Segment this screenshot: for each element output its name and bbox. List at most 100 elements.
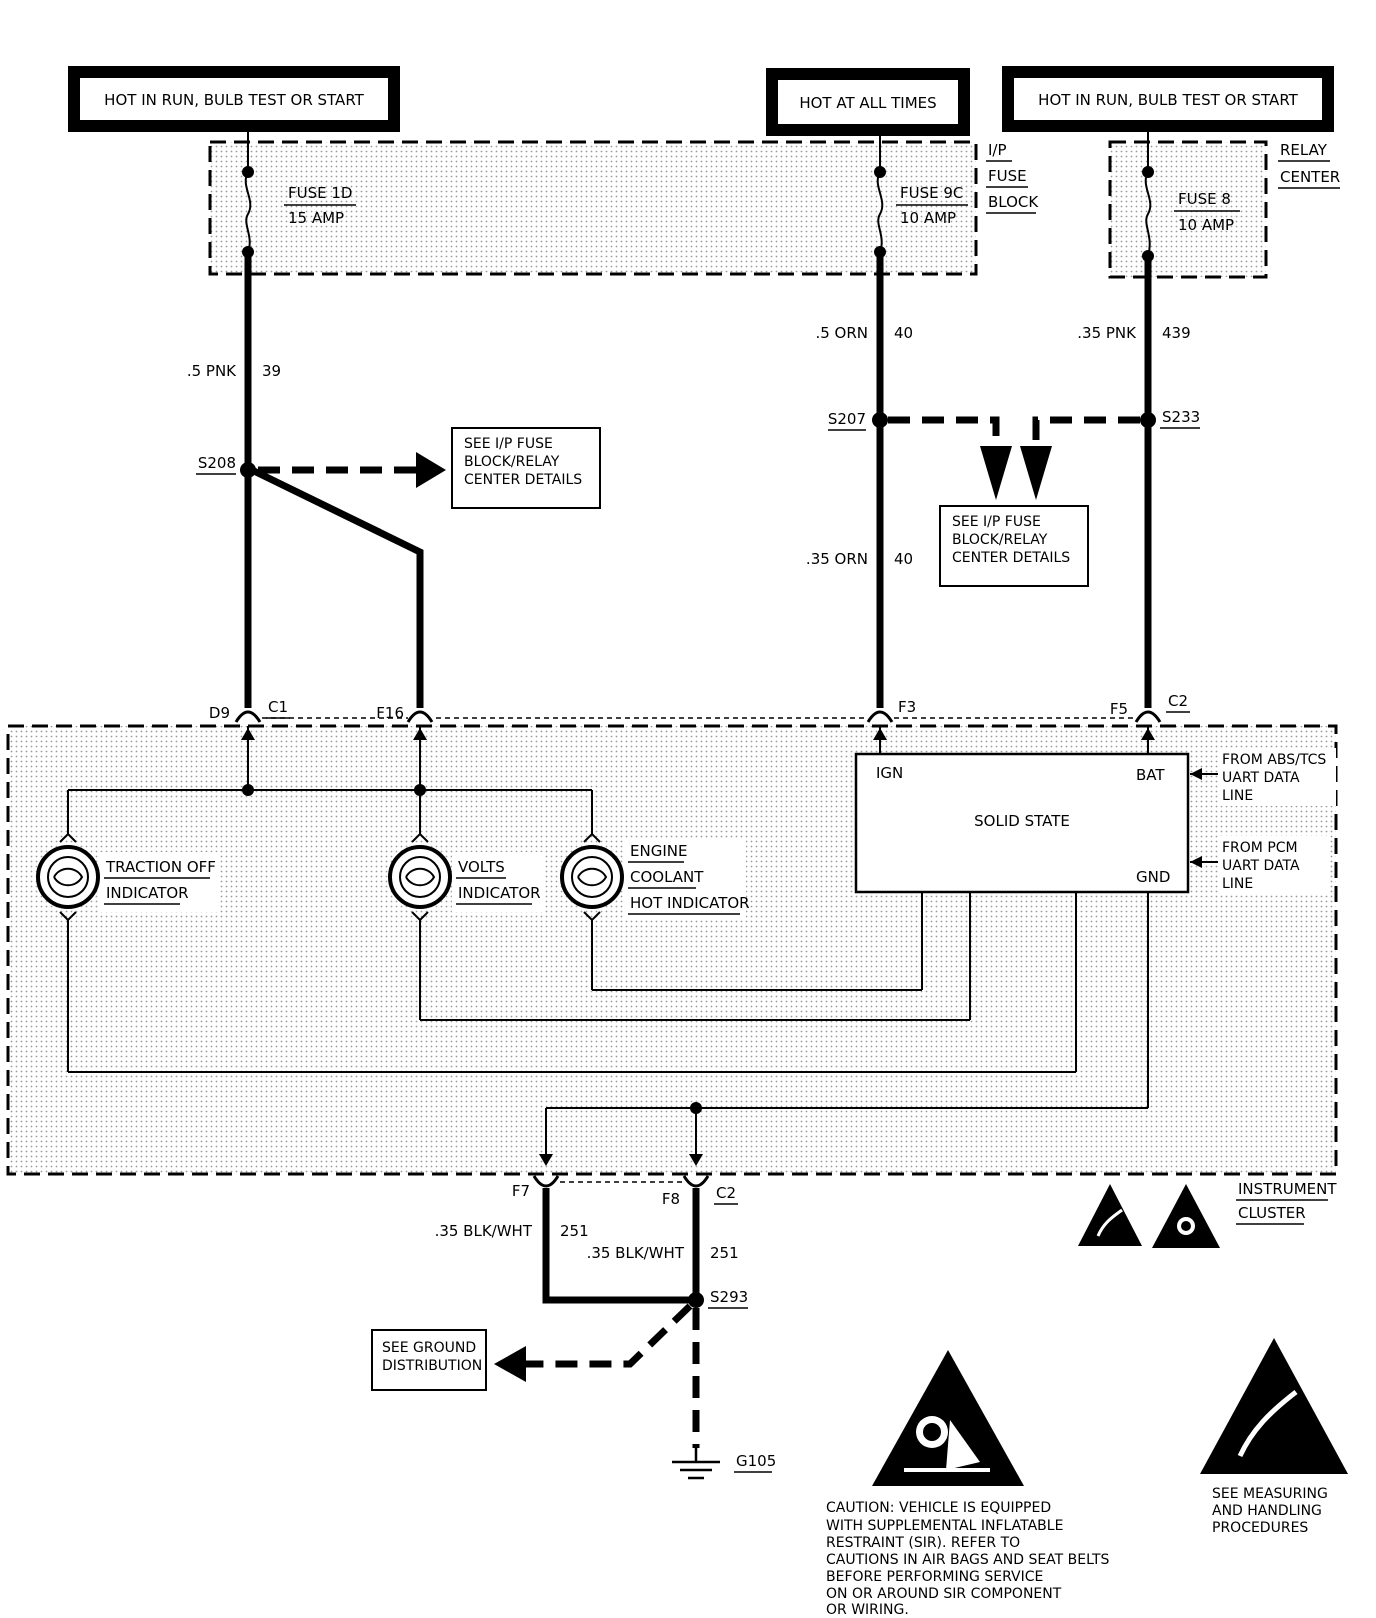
svg-text:OR WIRING.: OR WIRING. bbox=[826, 1602, 909, 1618]
fuse-block-label-1: I/P bbox=[988, 141, 1007, 159]
svg-text:SEE MEASURING: SEE MEASURING bbox=[1212, 1486, 1328, 1502]
pin-f7: F7 bbox=[512, 1182, 530, 1200]
ground-g105-icon bbox=[672, 1448, 720, 1480]
fuse-1d-name: FUSE 1D bbox=[288, 184, 352, 202]
esd-warning-icon bbox=[1200, 1338, 1348, 1474]
wire-439-circuit: 439 bbox=[1162, 324, 1191, 342]
engine-label-3: HOT INDICATOR bbox=[630, 894, 750, 912]
wire-439-gauge: .35 PNK bbox=[1077, 324, 1137, 342]
connector-c1: C1 bbox=[268, 698, 288, 716]
s208-arrow-icon bbox=[416, 452, 446, 488]
cluster-wiring bbox=[67, 726, 1149, 1164]
pin-bat-label: BAT bbox=[1136, 766, 1165, 784]
note-ground-box: SEE GROUND DISTRIBUTION bbox=[371, 1329, 487, 1391]
pin-f3: F3 bbox=[898, 698, 916, 716]
traction-off-label-2: INDICATOR bbox=[106, 884, 189, 902]
note-left-box: SEE I/P FUSE BLOCK/RELAY CENTER DETAILS bbox=[451, 427, 601, 509]
splice-s293-label: S293 bbox=[710, 1288, 748, 1306]
note-right-1: SEE I/P FUSE bbox=[952, 514, 1041, 530]
abs-label-2: UART DATA bbox=[1222, 770, 1300, 786]
note-left-1: SEE I/P FUSE bbox=[464, 436, 553, 452]
splice-s233 bbox=[1140, 412, 1156, 428]
traction-off-label-1: TRACTION OFF bbox=[105, 858, 216, 876]
relay-center-label-1: RELAY bbox=[1280, 141, 1328, 159]
ground-g105-label: G105 bbox=[736, 1452, 776, 1470]
volts-indicator-icon bbox=[388, 832, 452, 922]
ground-dist-arrow-icon bbox=[494, 1346, 526, 1382]
note-ground-2: DISTRIBUTION bbox=[382, 1358, 482, 1374]
connector-c2-bottom bbox=[532, 1175, 710, 1188]
note-right-2: BLOCK/RELAY bbox=[952, 532, 1048, 548]
svg-text:ON OR AROUND SIR COMPONENT: ON OR AROUND SIR COMPONENT bbox=[826, 1586, 1062, 1602]
abs-data-arrow-icon bbox=[1190, 768, 1202, 780]
note-ground-1: SEE GROUND bbox=[382, 1340, 476, 1356]
splice-s293 bbox=[688, 1292, 704, 1308]
note-left-2: BLOCK/RELAY bbox=[464, 454, 560, 470]
fuse-9c-name: FUSE 9C bbox=[900, 184, 963, 202]
wire-251b-gauge: .35 BLK/WHT bbox=[587, 1244, 685, 1262]
fuse-block-label-3: BLOCK bbox=[988, 193, 1039, 211]
splice-s233-label: S233 bbox=[1162, 408, 1200, 426]
caution-text: CAUTION: VEHICLE IS EQUIPPED WITH SUPPLE… bbox=[826, 1500, 1110, 1618]
note-left-3: CENTER DETAILS bbox=[464, 472, 582, 488]
wire-40a-circuit: 40 bbox=[894, 324, 913, 342]
power-source-middle-label: HOT AT ALL TIMES bbox=[799, 94, 936, 112]
volts-label-1: VOLTS bbox=[458, 858, 505, 876]
pcm-label-3: LINE bbox=[1222, 876, 1253, 892]
pin-f16: F16 bbox=[376, 704, 404, 722]
volts-label-2: INDICATOR bbox=[458, 884, 541, 902]
pin-d9: D9 bbox=[209, 704, 230, 722]
pin-ign-label: IGN bbox=[876, 764, 903, 782]
sir-caution-icon bbox=[872, 1350, 1024, 1486]
note-right-box: SEE I/P FUSE BLOCK/RELAY CENTER DETAILS bbox=[939, 505, 1089, 587]
fuse-8-amp: 10 AMP bbox=[1178, 216, 1234, 234]
svg-text:PROCEDURES: PROCEDURES bbox=[1212, 1520, 1308, 1536]
connector-c1-c2-top bbox=[234, 710, 1162, 723]
sir-small-warning-icon bbox=[1152, 1184, 1220, 1248]
power-wires bbox=[244, 252, 1152, 708]
svg-text:AND HANDLING: AND HANDLING bbox=[1212, 1503, 1322, 1519]
solid-state-module: IGN BAT SOLID STATE GND bbox=[854, 752, 1190, 894]
pcm-data-arrow-icon bbox=[1190, 856, 1202, 868]
fuse-8-name: FUSE 8 bbox=[1178, 190, 1231, 208]
fuse-9c-amp: 10 AMP bbox=[900, 209, 956, 227]
splice-s207 bbox=[872, 412, 888, 428]
fuse-block-label-2: FUSE bbox=[988, 167, 1027, 185]
wire-251a-gauge: .35 BLK/WHT bbox=[435, 1222, 533, 1240]
ground-dashed-link bbox=[520, 1303, 700, 1448]
splice-s207-label: S207 bbox=[828, 410, 866, 428]
connector-c2-bottom-label: C2 bbox=[716, 1184, 736, 1202]
power-source-left-label: HOT IN RUN, BULB TEST OR START bbox=[104, 91, 364, 109]
splice-s208-label: S208 bbox=[198, 454, 236, 472]
svg-text:CAUTIONS IN AIR BAGS AND SEAT: CAUTIONS IN AIR BAGS AND SEAT BELTS bbox=[826, 1552, 1110, 1568]
abs-label-1: FROM ABS/TCS bbox=[1222, 752, 1326, 768]
abs-label-3: LINE bbox=[1222, 788, 1253, 804]
down-arrow-left-icon bbox=[980, 446, 1012, 500]
pcm-label-1: FROM PCM bbox=[1222, 840, 1298, 856]
wire-251b-circuit: 251 bbox=[710, 1244, 739, 1262]
esd-small-warning-icon bbox=[1078, 1184, 1142, 1246]
power-source-right: HOT IN RUN, BULB TEST OR START bbox=[1002, 66, 1334, 132]
s207-s233-dashed-link bbox=[888, 416, 1140, 446]
solid-state-label: SOLID STATE bbox=[974, 812, 1070, 830]
fuse-block-region bbox=[208, 140, 978, 276]
pin-f8: F8 bbox=[662, 1190, 680, 1208]
traction-off-indicator-icon bbox=[36, 832, 100, 922]
wire-39-gauge: .5 PNK bbox=[187, 362, 237, 380]
svg-text:BEFORE PERFORMING SERVICE: BEFORE PERFORMING SERVICE bbox=[826, 1569, 1043, 1585]
instrument-cluster-label-1: INSTRUMENT bbox=[1238, 1180, 1337, 1198]
relay-center-region bbox=[1108, 140, 1268, 279]
wire-40a-gauge: .5 ORN bbox=[815, 324, 868, 342]
note-right-3: CENTER DETAILS bbox=[952, 550, 1070, 566]
engine-label-2: COOLANT bbox=[630, 868, 704, 886]
power-source-middle: HOT AT ALL TIMES bbox=[766, 68, 970, 136]
down-arrow-right-icon bbox=[1020, 446, 1052, 500]
pin-gnd-label: GND bbox=[1136, 868, 1170, 886]
instrument-cluster-label-2: CLUSTER bbox=[1238, 1204, 1306, 1222]
pin-f5: F5 bbox=[1110, 700, 1128, 718]
wire-39-circuit: 39 bbox=[262, 362, 281, 380]
wire-251a-circuit: 251 bbox=[560, 1222, 589, 1240]
wire-40b-gauge: .35 ORN bbox=[806, 550, 868, 568]
engine-label-1: ENGINE bbox=[630, 842, 687, 860]
